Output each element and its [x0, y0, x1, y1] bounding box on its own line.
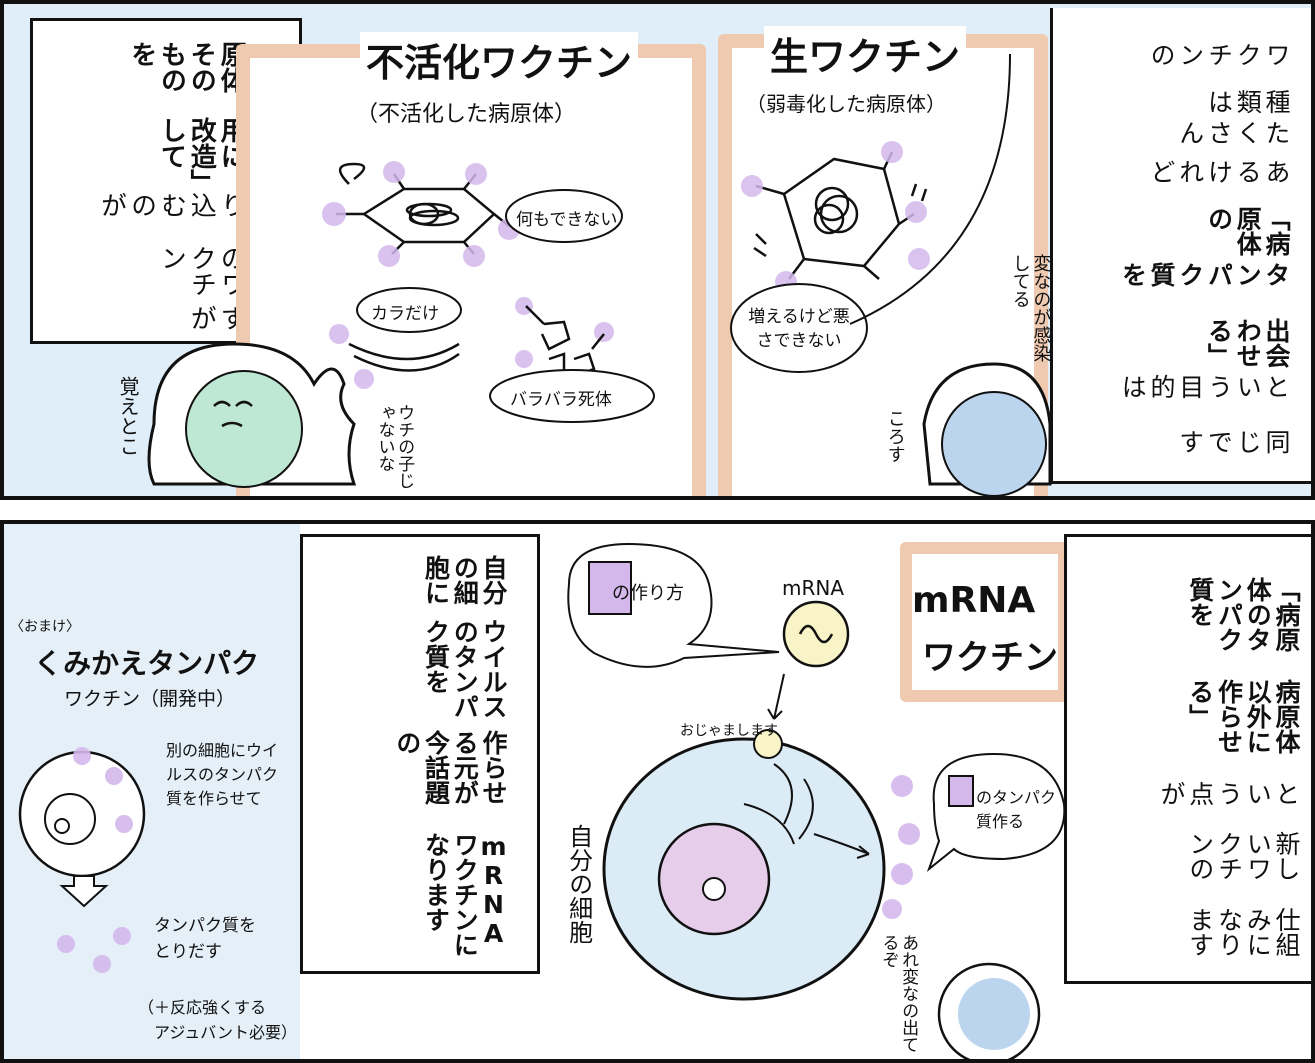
bubble-live-text: 増えるけど悪さできない: [748, 307, 850, 351]
bubble-live: [730, 283, 868, 373]
narration-right-col2: 種類は: [1204, 89, 1292, 115]
bonus-cell: [18, 750, 146, 878]
bubble-shell: [356, 287, 462, 333]
narration-right-col7: 出会わせる」: [1204, 317, 1292, 368]
cell-right-thought: 変なのが感染してる: [1009, 254, 1052, 362]
small-immune-nucleus: [958, 978, 1030, 1050]
narration-right-col5: 「病原体の: [1204, 206, 1292, 257]
bottom-panel-illustrations: [18, 542, 1066, 1059]
recipe-card-icon: [588, 561, 632, 615]
narration-right-col8: という目的は: [1118, 373, 1291, 399]
cell-right-kill: ころす: [884, 409, 906, 463]
bonus-cell-nucleus: [44, 793, 96, 845]
mrna-title: mRNA: [912, 580, 1036, 621]
cell-left-comment: ウチの子じゃないな: [374, 404, 415, 489]
cell-nucleus-blue: [941, 391, 1047, 496]
protein-arrow: [813, 833, 870, 859]
inactivated-subtitle: （不活化した病原体）: [356, 102, 577, 127]
panel-top: 「病原体そのものを 学習用に改造」して 送り込むのが 従来のワクチン ですが 不…: [0, 0, 1315, 500]
mrna-strand: [798, 624, 834, 644]
narration-bottom-right-text: 「病原体のタンパク質を 病原体以外に作らせる」 という点が 新しいワクチンの 仕…: [1156, 577, 1301, 977]
narration-box-mrna: 自分の細胞に ウイルスのタンパク質を 作らせる元が今話題の mRNAワクチンにな…: [300, 534, 540, 974]
narration-right-text: ワクチンの 種類は たくさん あるけれど 「病原体の タンパク質を 出会わせる」…: [1118, 42, 1291, 462]
narration-mrna-col1: 自分の細胞に: [421, 555, 509, 605]
narration-br-col2: 病原体以外に作らせる」: [1185, 679, 1301, 755]
narration-right-col3: たくさん: [1175, 120, 1291, 146]
bonus-text1: 別の細胞にウイルスのタンパク質を作らせて: [166, 741, 279, 808]
recipe-bubble-text: の作り方: [612, 583, 684, 604]
self-cell-label: 自分の細胞: [564, 824, 593, 944]
bonus-antigen-marks: [57, 747, 133, 973]
cell-nucleus-green: [185, 370, 303, 488]
bonus-title: くみかえタンパク: [34, 647, 260, 680]
enter-text: おじゃまします: [680, 723, 778, 739]
narration-mrna-col4: mRNAワクチンになります: [421, 832, 509, 958]
narration-br-col4: 新しいワクチンの: [1185, 831, 1301, 882]
bonus-text4: アジュバント必要）: [154, 1023, 298, 1042]
bonus-cell-nucleolus: [54, 818, 70, 834]
mrna-entering: [753, 729, 783, 759]
top-panel-illustrations: [147, 53, 1052, 496]
narration-br-col3: という点が: [1157, 781, 1301, 807]
bubble-nothing: [505, 189, 623, 243]
bonus-down-arrow: [59, 875, 109, 908]
bonus-text2: タンパク質をとりだす: [154, 916, 256, 962]
entry-arrow: [767, 673, 785, 720]
narration-br-col5: 仕組みになります: [1185, 907, 1301, 958]
er-lines: [743, 763, 814, 845]
antigen-marks-left: [322, 161, 614, 389]
bubble-shell-text: カラだけ: [371, 304, 439, 324]
bubble-nothing-text: 何もできない: [516, 210, 618, 230]
narration-right-col1: ワクチンの: [1147, 42, 1291, 67]
narration-right-col4: あるけれど: [1147, 159, 1291, 185]
antigen-marks-cell: [882, 775, 920, 919]
bonus-text3: （＋反応強くする: [138, 998, 267, 1017]
cell-left-thought: 覚えとこ: [116, 376, 140, 456]
narration-mrna-col2: ウイルスのタンパク質を: [421, 619, 509, 720]
narration-box-right: ワクチンの 種類は たくさん あるけれど 「病原体の タンパク質を 出会わせる」…: [1050, 8, 1311, 484]
narration-right-col6: タンパク質を: [1118, 262, 1291, 288]
narration-mrna-text: 自分の細胞に ウイルスのタンパク質を 作らせる元が今話題の mRNAワクチンにな…: [392, 555, 509, 960]
bonus-tag: 〈おまけ〉: [10, 619, 80, 635]
mrna-label: mRNA: [782, 576, 845, 600]
small-cell-text: あれ変なの出てるぞ: [878, 934, 919, 1053]
narration-br-col1: 「病原体のタンパク質を: [1185, 577, 1301, 652]
mrna-title2: ワクチン: [922, 638, 1058, 678]
narration-box-bottom-right: 「病原体のタンパク質を 病原体以外に作らせる」 という点が 新しいワクチンの 仕…: [1064, 534, 1311, 984]
bubble-broken-text: バラバラ死体: [510, 390, 612, 410]
bubble-broken: [489, 369, 655, 423]
live-title: 生ワクチン: [764, 26, 967, 81]
cell-face-green: [213, 400, 253, 428]
live-virus-icon: [753, 151, 928, 280]
protein-card-icon: [948, 775, 974, 807]
narration-mrna-col3: 作らせる元が今話題の: [392, 730, 508, 806]
live-subtitle: （弱毒化した病原体）: [746, 92, 946, 116]
narration-right-col9: 同じです: [1175, 429, 1291, 455]
protein-bubble-text: のタンパク質作る: [976, 788, 1057, 831]
bonus-title2: ワクチン（開発中）: [64, 688, 236, 710]
self-cell-nucleolus: [702, 877, 726, 901]
panel-bottom: 〈おまけ〉 くみかえタンパク ワクチン（開発中） 別の細胞にウイルスのタンパク質…: [0, 520, 1315, 1063]
inactivated-title: 不活化ワクチン: [360, 32, 639, 87]
panel-curve-line: [849, 53, 1011, 325]
